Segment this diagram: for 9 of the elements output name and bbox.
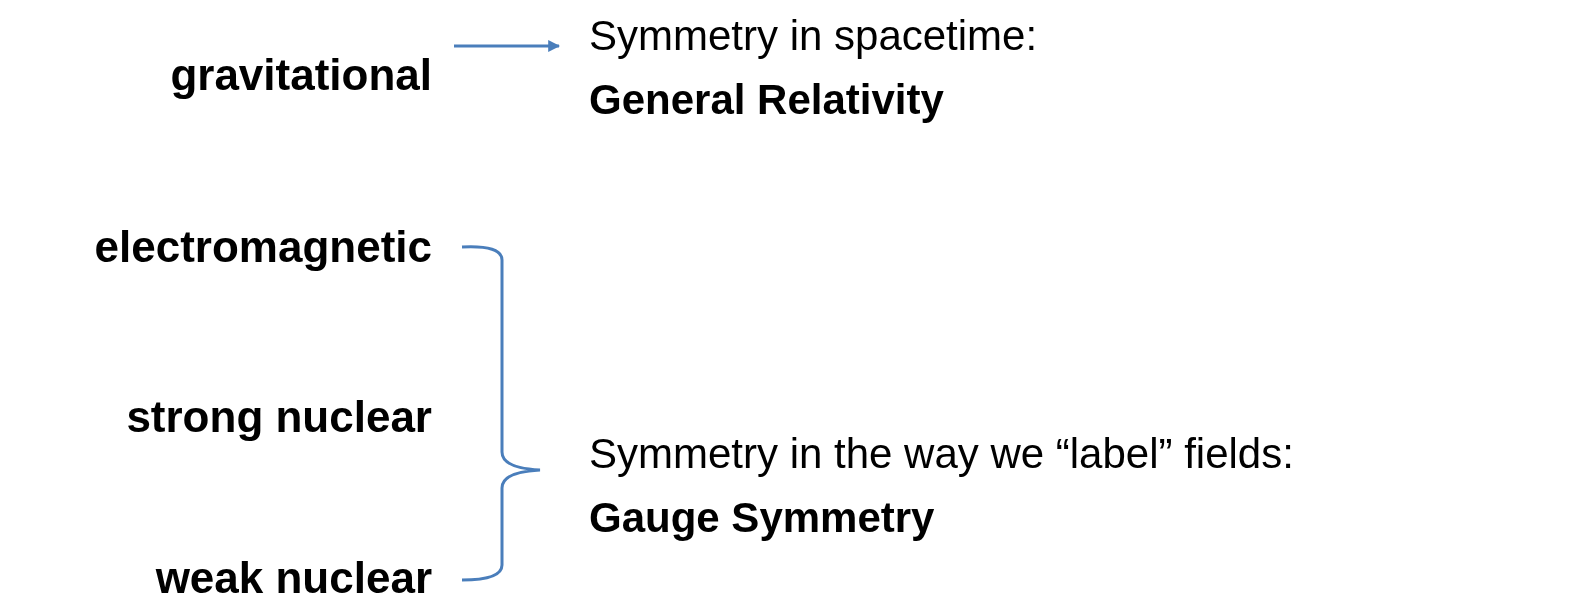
force-label: strong nuclear [0,392,432,442]
force-label: gravitational [0,50,432,100]
theory-name: General Relativity [589,76,944,124]
description-text: Symmetry in spacetime: [589,12,1038,60]
force-label: weak nuclear [0,553,432,603]
force-label: electromagnetic [0,222,432,272]
description-text: Symmetry in the way we “label” fields: [589,430,1294,478]
theory-name: Gauge Symmetry [589,494,935,542]
arrow [454,40,561,52]
